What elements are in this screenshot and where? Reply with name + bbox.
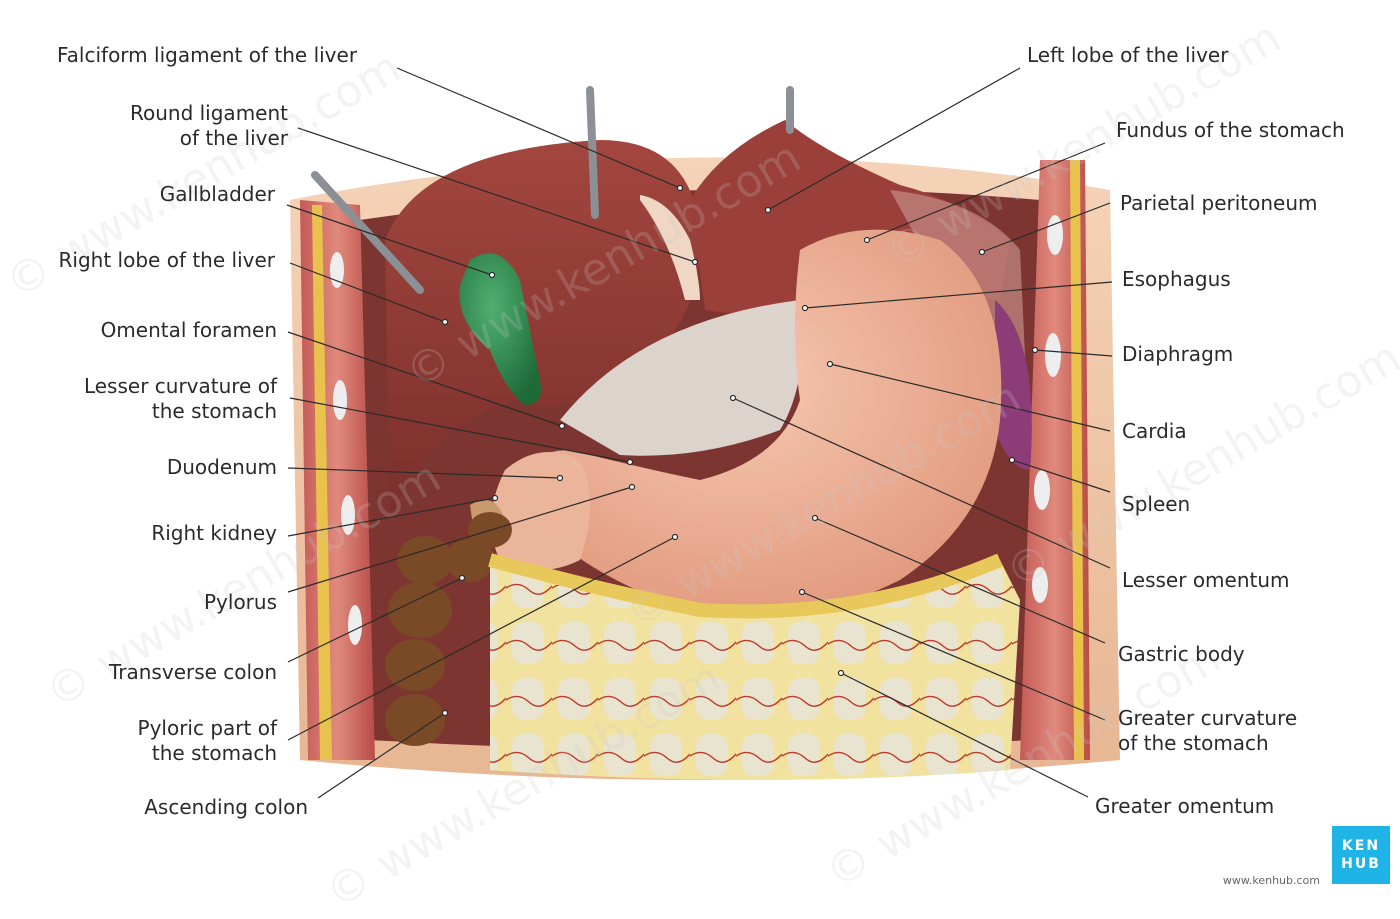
label-spleen: Spleen [1122,492,1191,516]
label-fundus: Fundus of the stomach [1116,118,1345,142]
source-url: www.kenhub.com [1222,874,1320,887]
label-lesser-omentum: Lesser omentum [1122,568,1290,592]
label-cardia: Cardia [1122,419,1187,443]
label-ascending-colon: Ascending colon [144,795,308,819]
label-pylorus: Pylorus [203,590,277,614]
label-transverse-colon: Transverse colon [109,660,277,684]
label-left-lobe-liver: Left lobe of the liver [1027,43,1229,67]
label-right-lobe-liver: Right lobe of the liver [58,248,275,272]
label-greater-omentum: Greater omentum [1095,794,1275,818]
abdomen-illustration [286,67,1120,799]
label-duodenum: Duodenum [166,455,277,479]
anatomy-figure: © www.kenhub.com © www.kenhub.com © www.… [0,12,1400,919]
label-gastric-body: Gastric body [1118,642,1245,666]
label-gallbladder: Gallbladder [159,182,275,206]
label-esophagus: Esophagus [1122,267,1231,291]
label-falciform-ligament: Falciform ligament of the liver [57,43,358,67]
label-diaphragm: Diaphragm [1122,342,1234,366]
label-omental-foramen: Omental foramen [100,318,277,342]
label-right-kidney: Right kidney [151,521,277,545]
label-parietal-peritoneum: Parietal peritoneum [1120,191,1318,215]
